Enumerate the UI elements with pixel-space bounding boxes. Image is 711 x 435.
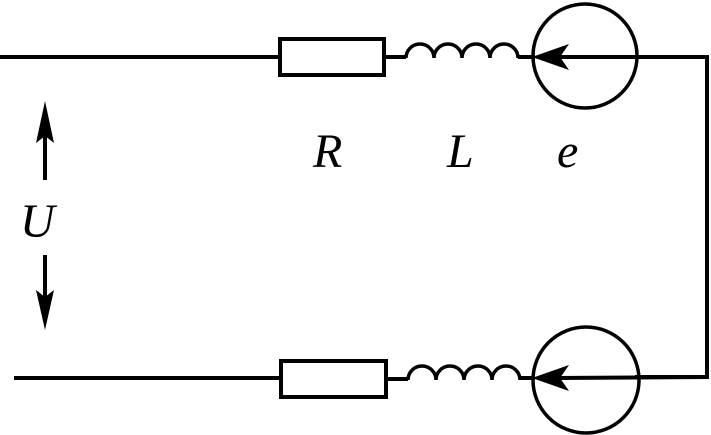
inductor-label: L [446,125,474,178]
voltage-indicator [36,101,54,330]
top-branch [0,2,707,110]
emf-label: e [557,125,578,178]
bottom-branch [14,325,708,435]
bottom-source-arrow-shaft [555,375,708,380]
resistor-label: R [312,125,342,178]
top-inductor [404,42,520,59]
voltage-down-arrow-icon [36,290,54,330]
bottom-resistor [279,359,388,399]
voltage-up-arrow-icon [36,101,54,143]
right-connector-wire [635,55,709,379]
bottom-inductor [406,364,522,381]
top-emf-arrowhead-icon [532,44,569,70]
top-resistor [278,37,386,77]
voltage-label: U [20,195,58,248]
bottom-emf-source [531,325,641,435]
bottom-emf-arrowhead-icon [532,365,569,391]
